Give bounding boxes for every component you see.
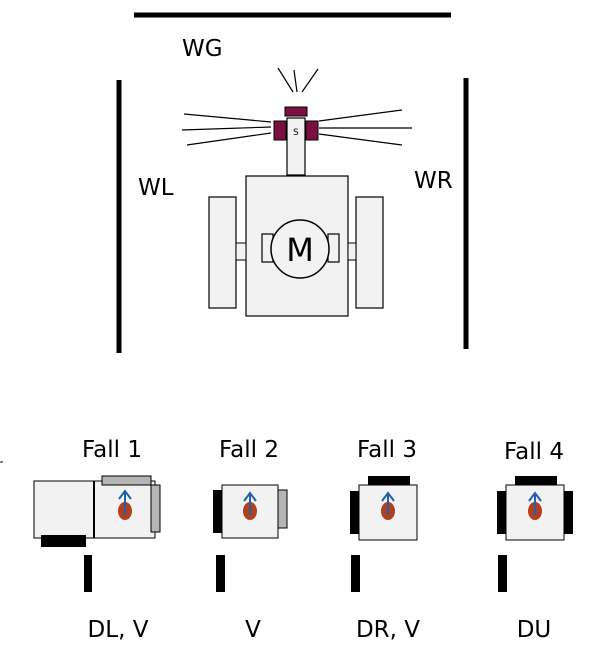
wall-label-right: WR — [414, 168, 453, 194]
wall-label-left: WL — [138, 175, 174, 201]
sensor-rays — [181, 67, 412, 146]
case-3-diagram — [350, 476, 418, 592]
case-4-diagram — [497, 476, 573, 592]
case-1-wide-block — [33, 480, 95, 539]
case-1-top-bar — [101, 475, 152, 486]
case-2-diagram — [213, 484, 288, 592]
case-4-right-wall — [564, 491, 573, 534]
sensor-pad-left — [273, 120, 287, 141]
axle-right — [347, 242, 357, 261]
case-4-low-wall — [498, 555, 507, 592]
case-title-3: Fall 3 — [357, 437, 417, 463]
wheel-right — [355, 196, 384, 309]
sensor-label: S — [293, 128, 299, 138]
case-result-4: DU — [517, 617, 552, 643]
case-1-low-wall — [84, 555, 92, 592]
case-4-arrow-head — [528, 491, 542, 502]
case-1-bottom-wall — [41, 535, 86, 547]
motor-label: M — [286, 231, 314, 269]
case-2-arrow-head — [243, 491, 257, 502]
wall-label-top: WG — [182, 36, 223, 62]
case-3-top-wall — [368, 476, 410, 485]
case-1-arrow-head — [118, 489, 132, 500]
sensor-pad-top — [284, 106, 308, 117]
case-result-2: V — [245, 617, 261, 643]
case-3-arrow-head — [381, 491, 395, 502]
case-2-left-wall — [213, 490, 222, 533]
case-3-left-wall — [350, 491, 359, 534]
axle-left — [235, 242, 247, 261]
case-4-left-wall — [497, 491, 506, 534]
sensor-pad-right — [305, 120, 319, 141]
motor-icon — [270, 219, 330, 279]
case-1-diagram — [33, 475, 161, 592]
case-3-low-wall — [351, 555, 360, 592]
case-4-top-wall — [515, 476, 557, 485]
case-1-right-bar — [150, 484, 161, 533]
case-result-1: DL, V — [88, 617, 149, 643]
wheel-left — [208, 196, 237, 309]
case-2-right-bar — [277, 489, 288, 529]
case-title-2: Fall 2 — [219, 437, 279, 463]
case-title-4: Fall 4 — [504, 439, 564, 465]
case-2-low-wall — [216, 555, 225, 592]
case-result-3: DR, V — [356, 617, 420, 643]
case-title-1: Fall 1 — [82, 437, 142, 463]
sensor-stem — [286, 117, 306, 176]
